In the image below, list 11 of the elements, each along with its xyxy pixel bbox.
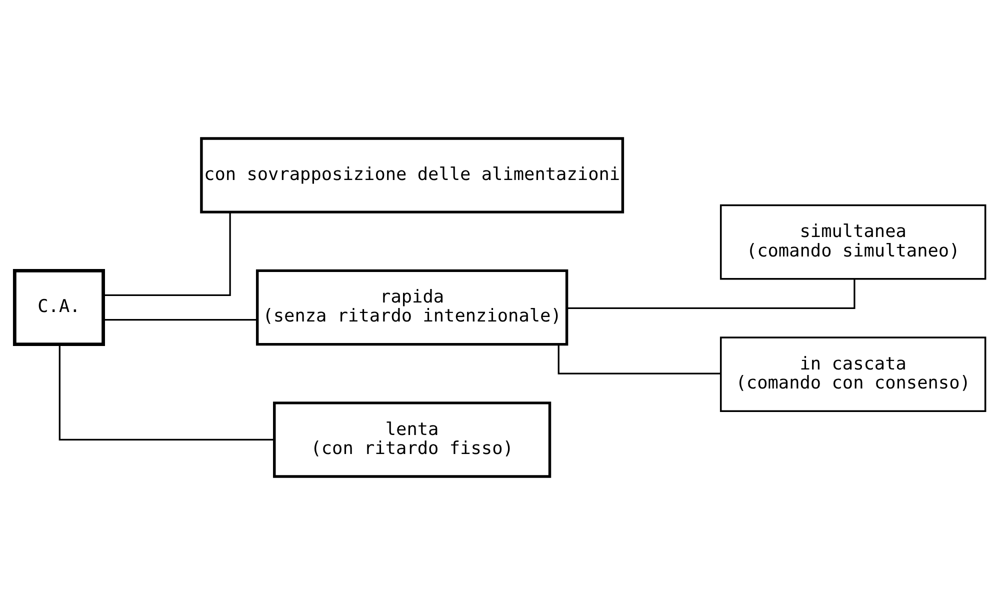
connector <box>103 318 258 320</box>
node-box: simultanea (comando simultaneo) <box>720 204 986 280</box>
node-box: rapida (senza ritardo intenzionale) <box>256 268 568 346</box>
node-box: con sovrapposizione delle alimentazioni <box>200 136 624 213</box>
connector <box>558 344 720 374</box>
node-box: C.A. <box>12 268 105 346</box>
connector <box>567 278 856 308</box>
connector <box>58 344 274 440</box>
node-box: lenta (con ritardo fisso) <box>273 401 552 478</box>
connector <box>104 212 231 296</box>
node-box: in cascata (comando con consenso) <box>720 336 986 412</box>
